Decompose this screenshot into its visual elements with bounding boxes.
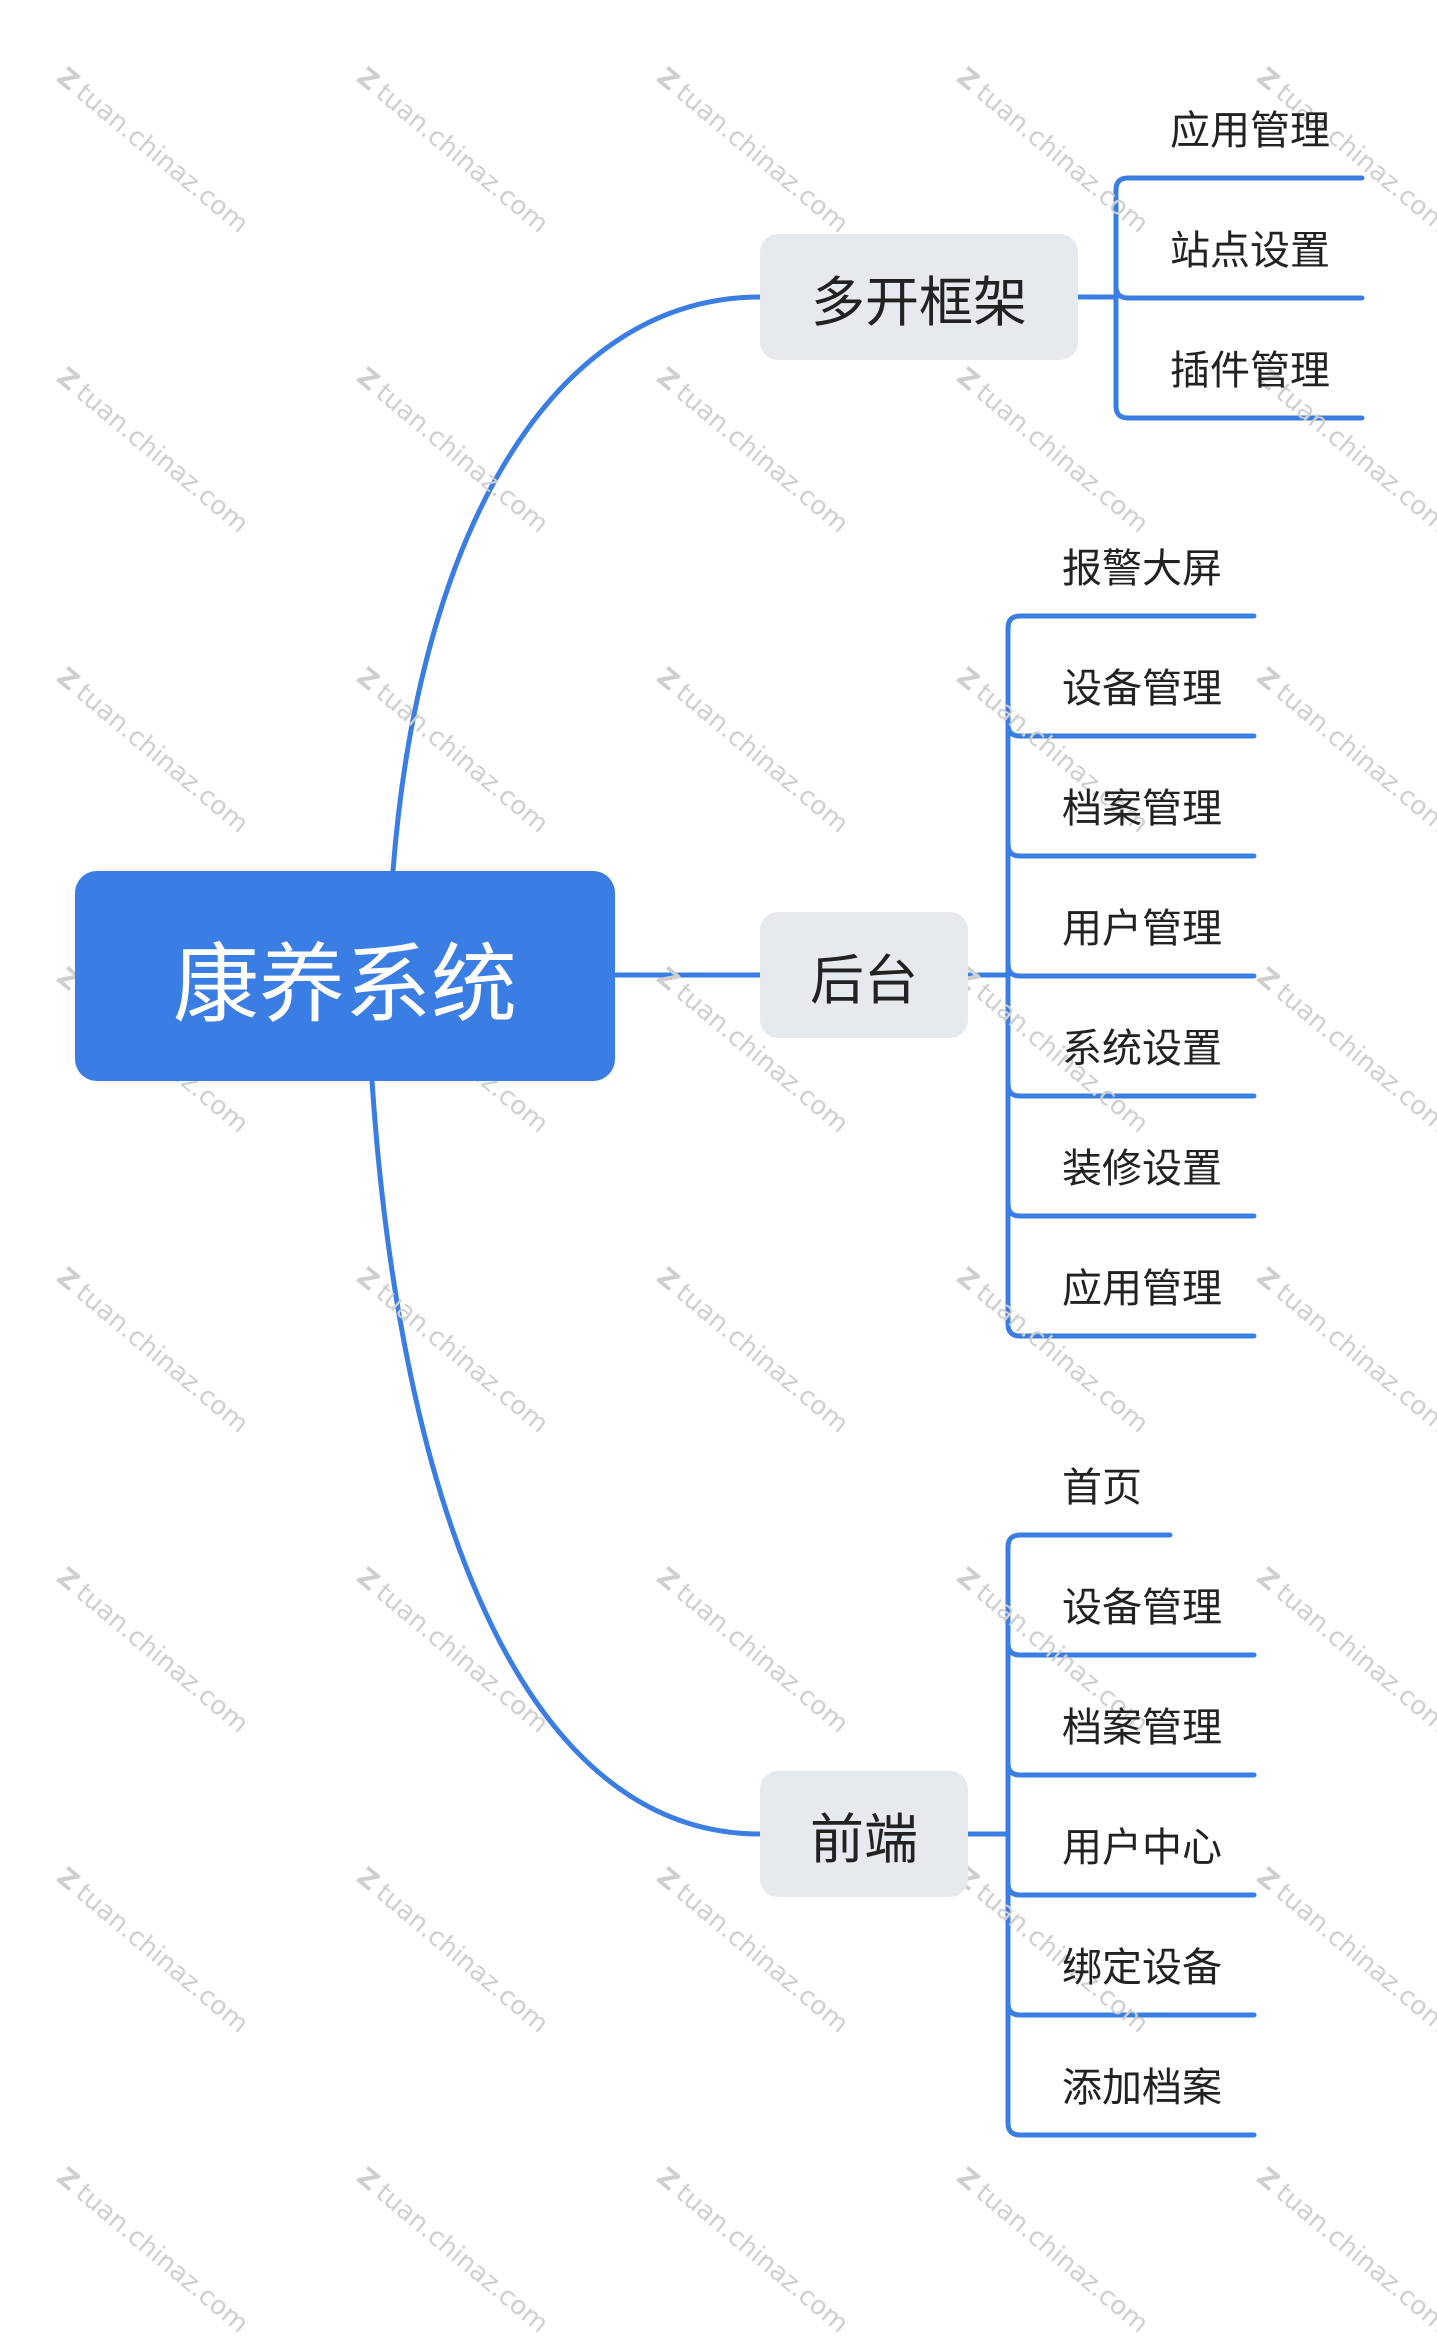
leaf-underline-backend-6 <box>1005 1321 1257 1339</box>
leaf-backend-3[interactable]: 用户管理 <box>1062 906 1222 952</box>
leaf-frontend-1[interactable]: 设备管理 <box>1062 1585 1222 1631</box>
leaf-backend-4[interactable]: 系统设置 <box>1062 1026 1222 1072</box>
branch-label: 多开框架 <box>811 270 1027 334</box>
leaf-backend-6[interactable]: 应用管理 <box>1062 1266 1222 1312</box>
leaf-underline-framework-2 <box>1113 403 1365 421</box>
connector-lines <box>369 175 1365 2138</box>
leaf-framework-1[interactable]: 站点设置 <box>1170 228 1330 274</box>
leaf-frontend-3[interactable]: 用户中心 <box>1062 1825 1222 1871</box>
leaf-framework-0[interactable]: 应用管理 <box>1170 108 1330 154</box>
leaf-framework-2[interactable]: 插件管理 <box>1170 348 1330 394</box>
leaf-frontend-5[interactable]: 添加档案 <box>1062 2065 1222 2111</box>
leaf-backend-2[interactable]: 档案管理 <box>1062 786 1222 832</box>
branch-label: 后台 <box>810 948 918 1012</box>
leaf-underline-frontend-4 <box>1005 2000 1257 2018</box>
leaf-frontend-4[interactable]: 绑定设备 <box>1062 1945 1222 1991</box>
leaf-underline-backend-2 <box>1005 841 1257 859</box>
leaf-underline-backend-4 <box>1005 1081 1257 1099</box>
leaf-underline-frontend-0 <box>1005 1532 1173 1550</box>
branch-label: 前端 <box>810 1807 918 1871</box>
branch-node-framework[interactable]: 多开框架 <box>760 234 1078 360</box>
root-node[interactable]: 康养系统 <box>75 871 615 1081</box>
leaf-frontend-0[interactable]: 首页 <box>1062 1465 1142 1511</box>
leaf-backend-1[interactable]: 设备管理 <box>1062 666 1222 712</box>
leaf-underline-framework-1 <box>1113 283 1365 301</box>
leaf-underline-frontend-3 <box>1005 1880 1257 1898</box>
branch-node-backend[interactable]: 后台 <box>760 912 968 1038</box>
leaf-frontend-2[interactable]: 档案管理 <box>1062 1705 1222 1751</box>
leaf-underline-frontend-1 <box>1005 1640 1257 1658</box>
leaf-underline-backend-5 <box>1005 1201 1257 1219</box>
leaf-backend-5[interactable]: 装修设置 <box>1062 1146 1222 1192</box>
leaf-underline-frontend-5 <box>1005 2120 1257 2138</box>
leaf-underline-backend-3 <box>1005 961 1257 979</box>
root-label: 康养系统 <box>173 934 517 1035</box>
leaf-underline-framework-0 <box>1113 175 1365 193</box>
leaf-backend-0[interactable]: 报警大屏 <box>1062 546 1222 592</box>
leaf-underline-backend-0 <box>1005 613 1257 631</box>
branch-node-frontend[interactable]: 前端 <box>760 1771 968 1897</box>
leaf-underline-backend-1 <box>1005 721 1257 739</box>
leaf-underline-frontend-2 <box>1005 1760 1257 1778</box>
connector-root-to-framework <box>390 294 763 874</box>
connector-root-to-frontend <box>369 1078 763 1837</box>
